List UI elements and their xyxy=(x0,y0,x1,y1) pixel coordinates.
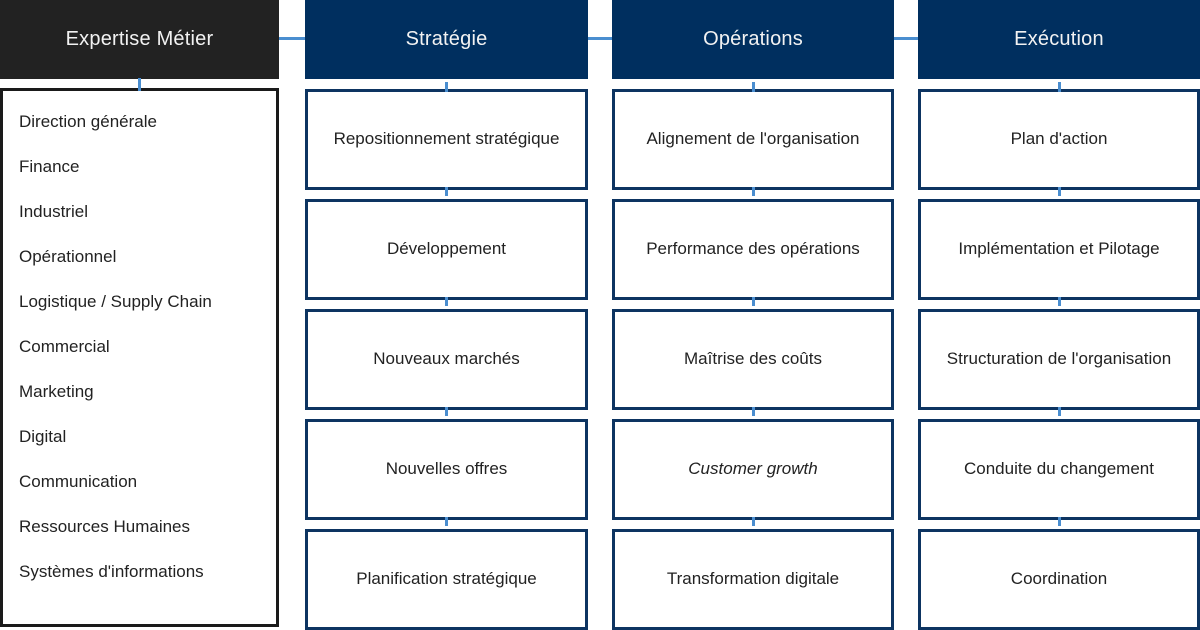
box-label: Repositionnement stratégique xyxy=(333,129,560,149)
box-label: Conduite du changement xyxy=(964,459,1154,479)
box-item: Structuration de l'organisation xyxy=(918,309,1200,416)
box-item: Développement xyxy=(305,199,588,306)
box-label: Maîtrise des coûts xyxy=(684,349,822,369)
box-label: Alignement de l'organisation xyxy=(646,129,860,149)
list-item: Ressources Humaines xyxy=(19,517,191,536)
box-label: Plan d'action xyxy=(1010,129,1108,149)
column-operations: Alignement de l'organisation Performance… xyxy=(612,82,894,630)
connector-segment xyxy=(751,187,755,196)
box-item: Plan d'action xyxy=(918,82,1200,196)
connector-segment xyxy=(445,187,448,196)
box-item: Coordination xyxy=(918,529,1200,630)
list-item: Direction générale xyxy=(19,112,157,131)
column-header-label: Stratégie xyxy=(405,28,488,50)
box-item: Nouveaux marchés xyxy=(305,309,588,416)
column-header-operations: Opérations xyxy=(612,0,894,79)
list-item: Digital xyxy=(19,427,67,446)
box-item: Customer growth xyxy=(612,419,894,526)
box-label: Transformation digitale xyxy=(666,569,840,589)
list-item: Marketing xyxy=(19,382,94,401)
connector-segment xyxy=(751,517,755,526)
column-header-label: Opérations xyxy=(703,28,803,50)
connector-segment xyxy=(445,407,448,416)
connector-operations-to-execution xyxy=(894,37,918,40)
box-label: Implémentation et Pilotage xyxy=(958,239,1160,259)
box-label: Coordination xyxy=(1010,569,1108,589)
expertise-header: Expertise Métier xyxy=(0,0,279,79)
connector-segment xyxy=(751,407,755,416)
box-item: Transformation digitale xyxy=(612,529,894,630)
box-label: Performance des opérations xyxy=(646,239,860,259)
box-label: Nouvelles offres xyxy=(385,459,508,479)
box-label: Nouveaux marchés xyxy=(373,349,520,369)
connector-segment xyxy=(1057,517,1061,526)
expertise-panel: Direction générale Finance Industriel Op… xyxy=(0,78,279,627)
box-label: Planification stratégique xyxy=(356,569,537,589)
box-item: Conduite du changement xyxy=(918,419,1200,526)
connector-segment xyxy=(1057,297,1061,306)
list-item: Communication xyxy=(19,472,138,491)
list-item: Commercial xyxy=(19,337,110,356)
connector-segment xyxy=(445,82,448,92)
connector-strategie-to-operations xyxy=(588,37,612,40)
box-item: Maîtrise des coûts xyxy=(612,309,894,416)
box-label: Customer growth xyxy=(688,459,818,479)
expertise-header-label: Expertise Métier xyxy=(65,28,214,50)
box-item: Nouvelles offres xyxy=(305,419,588,526)
column-header-label: Exécution xyxy=(1014,28,1104,50)
list-item: Systèmes d'informations xyxy=(19,562,204,581)
connector-segment xyxy=(1057,407,1061,416)
connector-segment xyxy=(751,82,755,92)
column-header-strategie: Stratégie xyxy=(305,0,588,79)
connector-segment xyxy=(445,297,448,306)
box-item: Planification stratégique xyxy=(305,529,588,630)
box-item: Implémentation et Pilotage xyxy=(918,199,1200,306)
connector-header-to-panel xyxy=(138,78,141,91)
connector-segment xyxy=(445,517,448,526)
connector-segment xyxy=(1057,187,1061,196)
column-strategie: Repositionnement stratégique Développeme… xyxy=(305,82,588,630)
list-item: Finance xyxy=(19,157,80,176)
box-label: Développement xyxy=(386,239,507,259)
list-item: Industriel xyxy=(19,202,88,221)
connector-segment xyxy=(1057,82,1061,92)
connector-expertise-to-strategie xyxy=(279,37,305,40)
box-item: Performance des opérations xyxy=(612,199,894,306)
list-item: Logistique / Supply Chain xyxy=(19,292,212,311)
connector-segment xyxy=(751,297,755,306)
column-execution: Plan d'action Implémentation et Pilotage… xyxy=(918,82,1200,630)
column-header-execution: Exécution xyxy=(918,0,1200,79)
box-item: Repositionnement stratégique xyxy=(305,82,588,196)
box-label: Structuration de l'organisation xyxy=(946,349,1172,369)
list-item: Opérationnel xyxy=(19,247,117,266)
box-item: Alignement de l'organisation xyxy=(612,82,894,196)
